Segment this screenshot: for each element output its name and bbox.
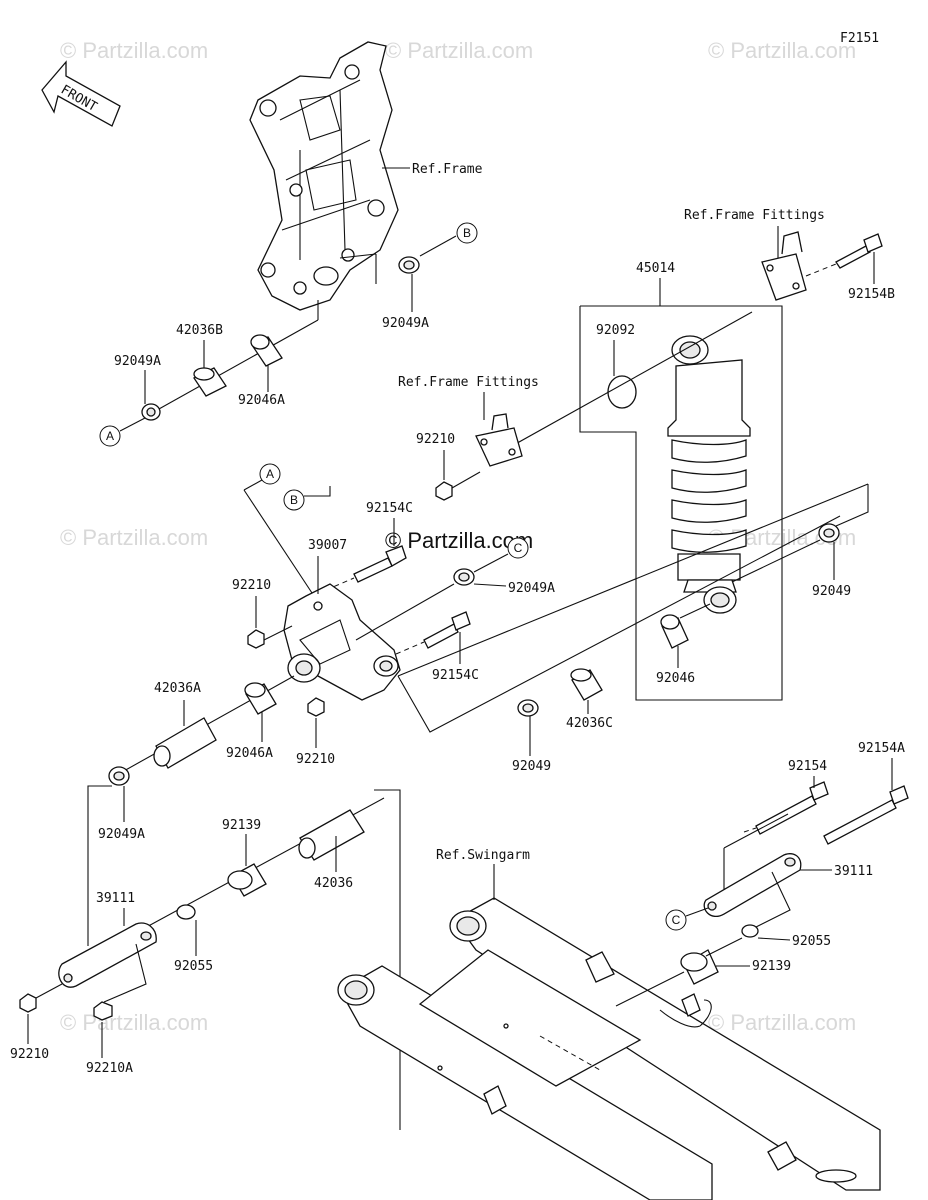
part-92154C-mid: 92154C — [432, 668, 479, 683]
part-92210-left: 92210 — [232, 578, 271, 593]
bolt-92154 — [755, 781, 829, 835]
part-92049-right: 92049 — [812, 584, 851, 599]
front-arrow-icon: FRONT — [41, 60, 121, 127]
marker-c-low-text: C — [672, 913, 681, 927]
marker-b-mid — [283, 489, 305, 511]
part-92210-bot: 92210 — [10, 1047, 49, 1062]
frame-fitting-top-right — [761, 231, 807, 301]
part-42036: 42036 — [314, 876, 353, 891]
marker-b-top-text: B — [463, 226, 471, 240]
marker-a-left — [99, 425, 121, 447]
ref-swingarm-label: Ref.Swingarm — [436, 848, 530, 863]
part-92139-right: 92139 — [752, 959, 791, 974]
part-92046A-top: 92046A — [238, 393, 285, 408]
part-92154C-top: 92154C — [366, 501, 413, 516]
part-92049A-low: 92049A — [98, 827, 145, 842]
part-39111-right: 39111 — [834, 864, 873, 879]
watermark-8: © Partzilla.com — [708, 1010, 856, 1035]
marker-c-low — [665, 909, 687, 931]
bolt-92154C-top — [353, 545, 407, 583]
part-92210A: 92210A — [86, 1061, 133, 1076]
part-92210-low: 92210 — [296, 752, 335, 767]
ref-frame-fittings-mid: Ref.Frame Fittings — [398, 375, 539, 390]
part-92210-mid: 92210 — [416, 432, 455, 447]
ref-frame-label: Ref.Frame — [412, 162, 483, 177]
part-92139-left: 92139 — [222, 818, 261, 833]
tie-rod-39111-left — [58, 922, 157, 988]
watermark-3: © Partzilla.com — [708, 38, 856, 63]
watermark-2: © Partzilla.com — [385, 38, 533, 63]
part-92049-low: 92049 — [512, 759, 551, 774]
part-92049A-top: 92049A — [382, 316, 429, 331]
part-92154A: 92154A — [858, 741, 905, 756]
ref-frame-fittings-top: Ref.Frame Fittings — [684, 208, 825, 223]
tie-rod-39111-right — [703, 853, 802, 917]
watermark-4: © Partzilla.com — [60, 525, 208, 550]
shock-absorber — [667, 335, 751, 614]
part-92055-right: 92055 — [792, 934, 831, 949]
part-42036C: 42036C — [566, 716, 613, 731]
marker-c-mid-text: C — [514, 541, 523, 555]
bolt-92154C-mid — [423, 611, 471, 649]
marker-b-top — [456, 222, 478, 244]
rocker-arm-39007 — [283, 583, 401, 701]
swingarm — [337, 897, 881, 1200]
part-92049A-mid: 92049A — [508, 581, 555, 596]
part-42036B: 42036B — [176, 323, 223, 338]
part-92055-left: 92055 — [174, 959, 213, 974]
marker-a-left-text: A — [106, 429, 114, 443]
bolt-92154A — [823, 785, 909, 845]
part-92092: 92092 — [596, 323, 635, 338]
frame-fitting-middle — [475, 413, 523, 467]
diagram-id: F2151 — [840, 31, 879, 46]
marker-c-mid — [507, 537, 529, 559]
part-92049A-left: 92049A — [114, 354, 161, 369]
part-42036A: 42036A — [154, 681, 201, 696]
watermark-6: © Partzilla.com — [60, 1010, 208, 1035]
part-45014: 45014 — [636, 261, 675, 276]
frame-bracket — [249, 41, 399, 311]
part-39007: 39007 — [308, 538, 347, 553]
part-92046: 92046 — [656, 671, 695, 686]
part-92046A-mid: 92046A — [226, 746, 273, 761]
marker-a-mid-text: A — [266, 467, 274, 481]
watermark-1: © Partzilla.com — [60, 38, 208, 63]
part-39111-left: 39111 — [96, 891, 135, 906]
bolt-92154B — [835, 233, 883, 269]
marker-a-mid — [259, 463, 281, 485]
marker-b-mid-text: B — [290, 493, 298, 507]
part-92154: 92154 — [788, 759, 827, 774]
part-92154B: 92154B — [848, 287, 895, 302]
